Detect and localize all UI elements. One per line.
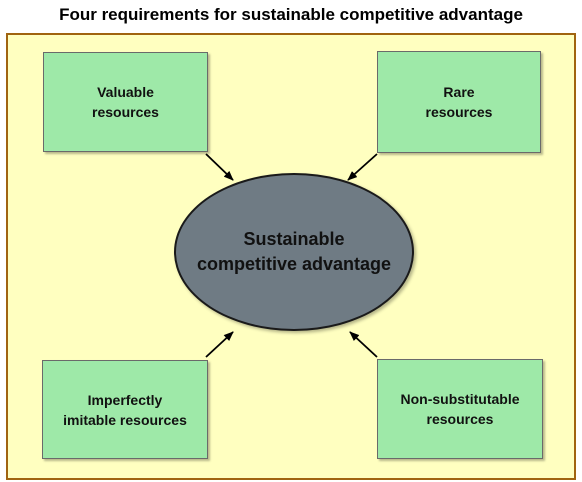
connector-arrows [205,153,378,358]
sustainable-competitive-advantage-ellipse: Sustainable competitive advantage [174,173,414,331]
imperfectly-imitable-resources-label: Imperfectly imitable resources [63,391,187,428]
arrow-non-substitutable-to-center [349,331,378,358]
arrow-valuable-to-center [205,153,234,181]
rare-resources-box: Rare resources [377,51,541,153]
non-substitutable-resources-box: Non-substitutable resources [377,359,543,459]
arrow-rare-to-center [347,153,378,181]
arrow-imitable-to-center [205,331,234,358]
diagram-title: Four requirements for sustainable compet… [59,5,523,24]
rare-resources-label: Rare resources [425,84,493,120]
diagram-panel: Valuable resources Rare resources Imperf… [6,33,576,480]
sustainable-competitive-advantage-label: Sustainable competitive advantage [196,229,392,274]
non-substitutable-resources-label: Non-substitutable resources [400,391,520,427]
valuable-resources-box: Valuable resources [43,52,208,152]
valuable-resources-label: Valuable resources [92,84,159,120]
imperfectly-imitable-resources-box: Imperfectly imitable resources [42,360,208,459]
